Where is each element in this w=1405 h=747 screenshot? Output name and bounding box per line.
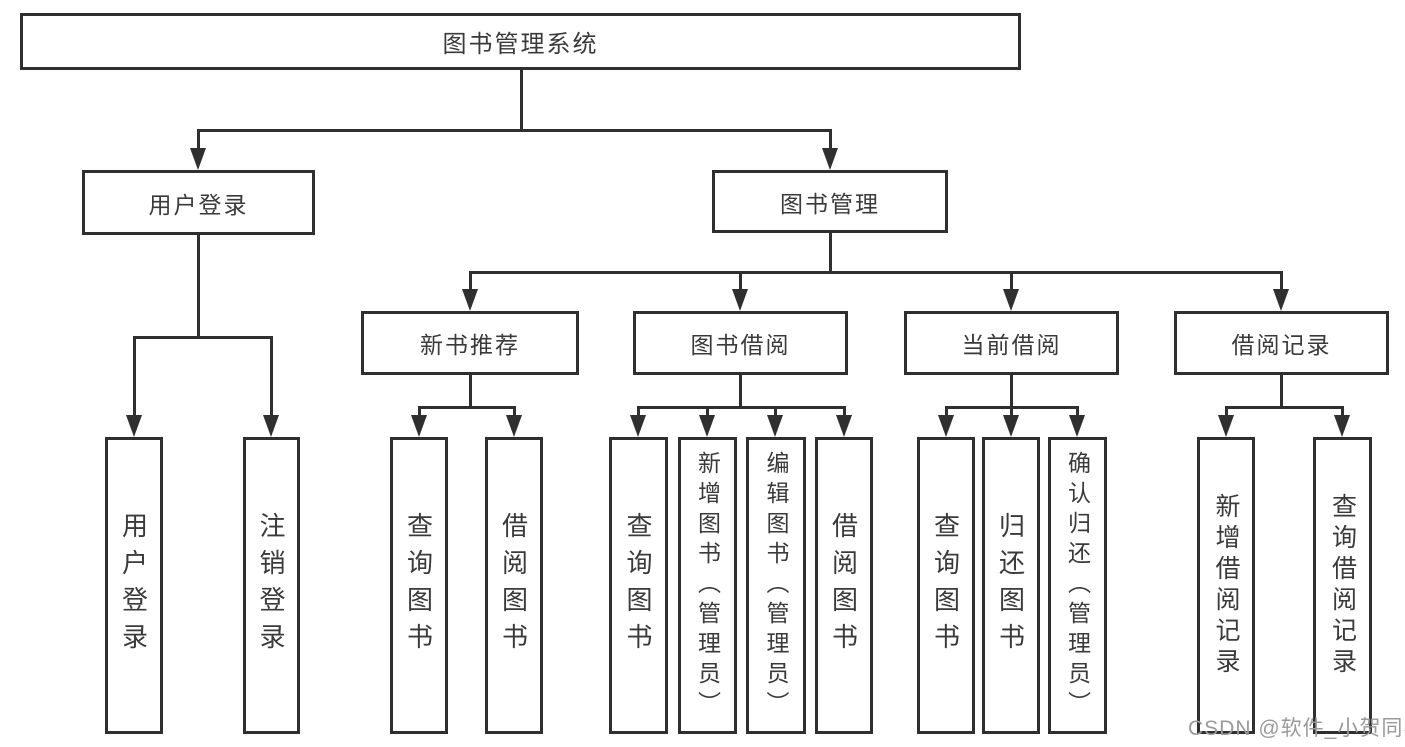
node-leaf-borrow-books: 借阅图书 [815, 437, 873, 734]
connector-rail-book-management [468, 270, 1283, 274]
connector-drop [512, 406, 516, 417]
node-book-management: 图书管理 [712, 170, 948, 233]
arrow-down-icon [767, 415, 783, 437]
node-label-current-borrowing: 当前借阅 [961, 332, 1062, 358]
node-leaf-confirm-return-admin: 确认归还（管理员） [1048, 437, 1107, 734]
node-label-new-book-recommend: 新书推荐 [420, 332, 520, 358]
node-label-leaf-borrow-books-recommend: 借阅图书 [498, 511, 529, 660]
arrow-down-icon [836, 415, 852, 437]
node-label-leaf-edit-books-admin: 编辑图书（管理员） [763, 450, 789, 721]
connector-rail-book-borrowing [636, 405, 846, 409]
connector-drop [705, 406, 709, 417]
node-label-library-management-system: 图书管理系统 [442, 31, 599, 58]
node-current-borrowing: 当前借阅 [904, 311, 1119, 375]
node-label-leaf-logout: 注销登录 [256, 511, 286, 660]
node-leaf-query-books-current: 查询图书 [917, 437, 975, 734]
node-library-management-system: 图书管理系统 [20, 13, 1021, 70]
connector-drop [132, 336, 136, 417]
arrow-down-icon [411, 415, 427, 437]
node-label-leaf-return-books: 归还图书 [995, 511, 1026, 660]
connector-rail-library-management-system [196, 128, 832, 132]
connector-stub-book-management [828, 232, 832, 274]
node-label-leaf-user-login: 用户登录 [118, 511, 149, 660]
connector-drop [1279, 271, 1283, 291]
node-leaf-user-login: 用户登录 [105, 437, 163, 734]
node-leaf-query-borrow-record: 查询借阅记录 [1313, 437, 1372, 734]
arrow-down-icon [1334, 415, 1350, 437]
node-label-leaf-confirm-return-admin: 确认归还（管理员） [1064, 450, 1091, 721]
arrow-down-icon [1003, 415, 1019, 437]
node-leaf-query-books-borrowing: 查询图书 [609, 437, 668, 734]
node-label-leaf-query-books-recommend: 查询图书 [403, 511, 434, 660]
node-label-leaf-add-borrow-record: 新增借阅记录 [1212, 492, 1240, 679]
arrow-down-icon [699, 415, 715, 437]
connector-drop [842, 406, 846, 417]
arrow-down-icon [506, 415, 522, 437]
node-new-book-recommend: 新书推荐 [361, 311, 579, 375]
arrow-down-icon [1069, 415, 1085, 437]
arrow-down-icon [462, 289, 478, 311]
node-label-book-management: 图书管理 [780, 190, 880, 217]
node-leaf-borrow-books-recommend: 借阅图书 [485, 437, 543, 734]
connector-drop [1009, 271, 1013, 291]
connector-rail-borrowing-records [1224, 405, 1344, 409]
node-label-leaf-query-books-current: 查询图书 [930, 511, 961, 660]
node-leaf-logout: 注销登录 [243, 437, 300, 734]
connector-drop [738, 271, 742, 291]
node-label-leaf-query-books-borrowing: 查询图书 [623, 511, 653, 660]
connector-rail-new-book-recommend [417, 405, 516, 409]
connector-drop [1340, 406, 1344, 417]
connector-drop [828, 129, 832, 150]
arrow-down-icon [1218, 415, 1234, 437]
connector-drop [1009, 406, 1013, 417]
arrow-down-icon [732, 289, 748, 311]
connector-drop [1075, 406, 1079, 417]
arrow-down-icon [938, 415, 954, 437]
arrow-down-icon [822, 148, 838, 170]
node-label-user-login: 用户登录 [148, 191, 249, 218]
connector-drop [773, 406, 777, 417]
connector-stub-new-book-recommend [468, 374, 472, 409]
connector-drop [944, 406, 948, 417]
connector-drop [269, 336, 273, 417]
connector-stub-borrowing-records [1279, 374, 1283, 409]
node-user-login: 用户登录 [82, 170, 315, 235]
node-leaf-add-borrow-record: 新增借阅记录 [1197, 437, 1255, 734]
node-label-leaf-borrow-books: 借阅图书 [828, 511, 859, 660]
arrow-down-icon [1003, 289, 1019, 311]
connector-rail-user-login [132, 335, 273, 339]
connector-stub-user-login [196, 234, 200, 339]
arrow-down-icon [126, 415, 142, 437]
node-leaf-return-books: 归还图书 [982, 437, 1040, 734]
node-borrowing-records: 借阅记录 [1174, 311, 1389, 375]
connector-stub-current-borrowing [1009, 374, 1013, 409]
connector-stub-book-borrowing [738, 374, 742, 409]
node-leaf-edit-books-admin: 编辑图书（管理员） [746, 437, 806, 734]
node-leaf-add-books-admin: 新增图书（管理员） [678, 437, 737, 734]
node-leaf-query-books-recommend: 查询图书 [390, 437, 448, 734]
connector-stub-library-management-system [519, 69, 523, 132]
node-label-leaf-query-borrow-record: 查询借阅记录 [1328, 492, 1357, 679]
connector-drop [636, 406, 640, 417]
watermark: CSDN @软件_小贺同学 [1188, 717, 1405, 740]
arrow-down-icon [1273, 289, 1289, 311]
connector-drop [468, 271, 472, 291]
arrow-down-icon [263, 415, 279, 437]
arrow-down-icon [190, 148, 206, 170]
node-label-book-borrowing: 图书借阅 [690, 332, 791, 358]
arrow-down-icon [630, 415, 646, 437]
connector-drop [417, 406, 421, 417]
node-label-leaf-add-books-admin: 新增图书（管理员） [694, 450, 721, 721]
connector-drop [196, 129, 200, 150]
node-label-borrowing-records: 借阅记录 [1231, 332, 1332, 358]
node-book-borrowing: 图书借阅 [633, 311, 848, 375]
connector-drop [1224, 406, 1228, 417]
